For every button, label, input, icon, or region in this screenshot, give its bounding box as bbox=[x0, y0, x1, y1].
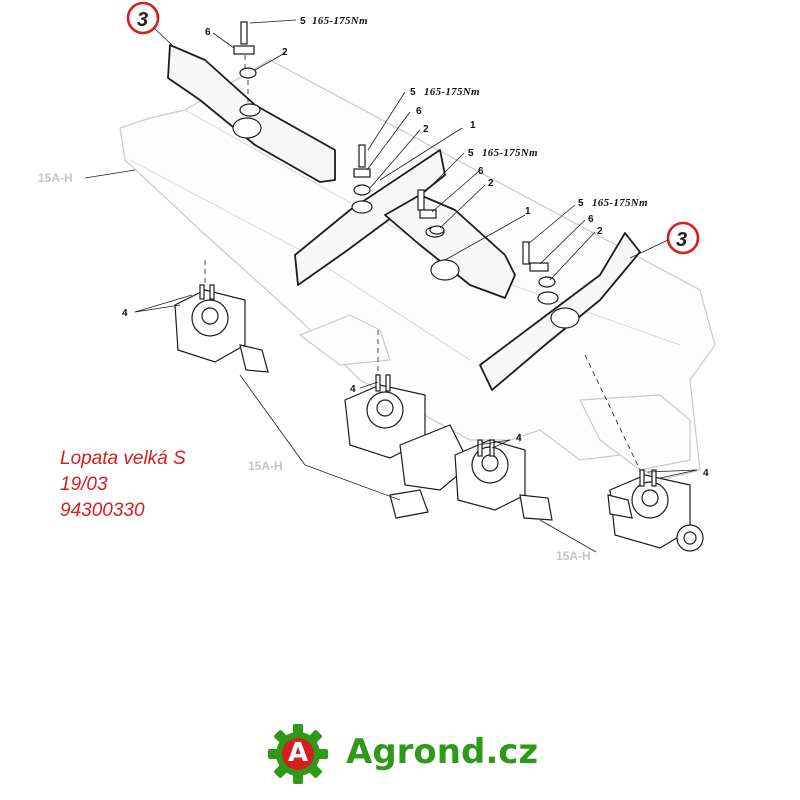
leader-lines bbox=[84, 19, 698, 553]
torque-label-left: 165-175Nm bbox=[312, 15, 368, 27]
part-label-4-right: 4 bbox=[703, 468, 709, 479]
torque-label-center-left: 165-175Nm bbox=[424, 86, 480, 98]
frame-ref-left: 15A-H bbox=[38, 171, 73, 185]
bolt-set-center-left bbox=[353, 144, 371, 196]
callout-3-right-label: 3 bbox=[676, 229, 687, 251]
part-label-4-center-right: 4 bbox=[516, 433, 522, 444]
right-blade bbox=[479, 232, 641, 391]
part-label-1-center-right: 1 bbox=[525, 206, 531, 217]
part-label-5-center-left: 5 bbox=[410, 87, 416, 98]
part-label-6-left: 6 bbox=[205, 27, 211, 38]
bolt-set-right bbox=[522, 241, 556, 288]
part-label-4-center: 4 bbox=[350, 384, 356, 395]
brand-letter: A bbox=[287, 738, 309, 768]
bolt-set-center-right bbox=[417, 189, 445, 235]
part-label-2-center-right: 2 bbox=[488, 178, 494, 189]
brand-name[interactable]: Agrond.cz bbox=[346, 732, 539, 772]
torque-label-center-right: 165-175Nm bbox=[482, 147, 538, 159]
gearbox-center bbox=[344, 330, 471, 519]
gearbox-right bbox=[584, 354, 704, 552]
part-label-2-right: 2 bbox=[597, 226, 603, 237]
part-date: 19/03 bbox=[60, 474, 108, 495]
part-name: Lopata velká S bbox=[60, 448, 186, 469]
part-label-5-left: 5 bbox=[300, 16, 306, 27]
part-label-6-right: 6 bbox=[588, 214, 594, 225]
gear-icon bbox=[268, 724, 328, 784]
callout-3-left-label: 3 bbox=[137, 9, 148, 31]
part-label-6-center-right: 6 bbox=[478, 166, 484, 177]
part-info: Lopata velká S 19/03 94300330 bbox=[60, 446, 186, 524]
brand-logo[interactable]: A Agrond.cz bbox=[266, 722, 566, 788]
torque-label-right: 165-175Nm bbox=[592, 197, 648, 209]
part-label-2-left: 2 bbox=[282, 47, 288, 58]
machine-frame bbox=[119, 59, 716, 481]
callout-3-left: 3 bbox=[126, 1, 173, 46]
frame-ref-right: 15A-H bbox=[556, 549, 591, 563]
gearbox-center-right bbox=[454, 439, 553, 521]
part-code: 94300330 bbox=[60, 500, 145, 521]
part-label-4-left: 4 bbox=[122, 308, 128, 319]
part-label-5-right: 5 bbox=[578, 198, 584, 209]
part-label-2-center-left: 2 bbox=[423, 124, 429, 135]
left-blade bbox=[167, 44, 336, 183]
frame-ref-center: 15A-H bbox=[248, 459, 283, 473]
part-label-6-center-left: 6 bbox=[416, 106, 422, 117]
part-label-5-center-right: 5 bbox=[468, 148, 474, 159]
gearbox-left bbox=[174, 260, 269, 373]
bolt-set-left bbox=[233, 21, 257, 102]
part-label-1-center-left: 1 bbox=[470, 120, 476, 131]
callout-3-right: 3 bbox=[629, 221, 700, 259]
